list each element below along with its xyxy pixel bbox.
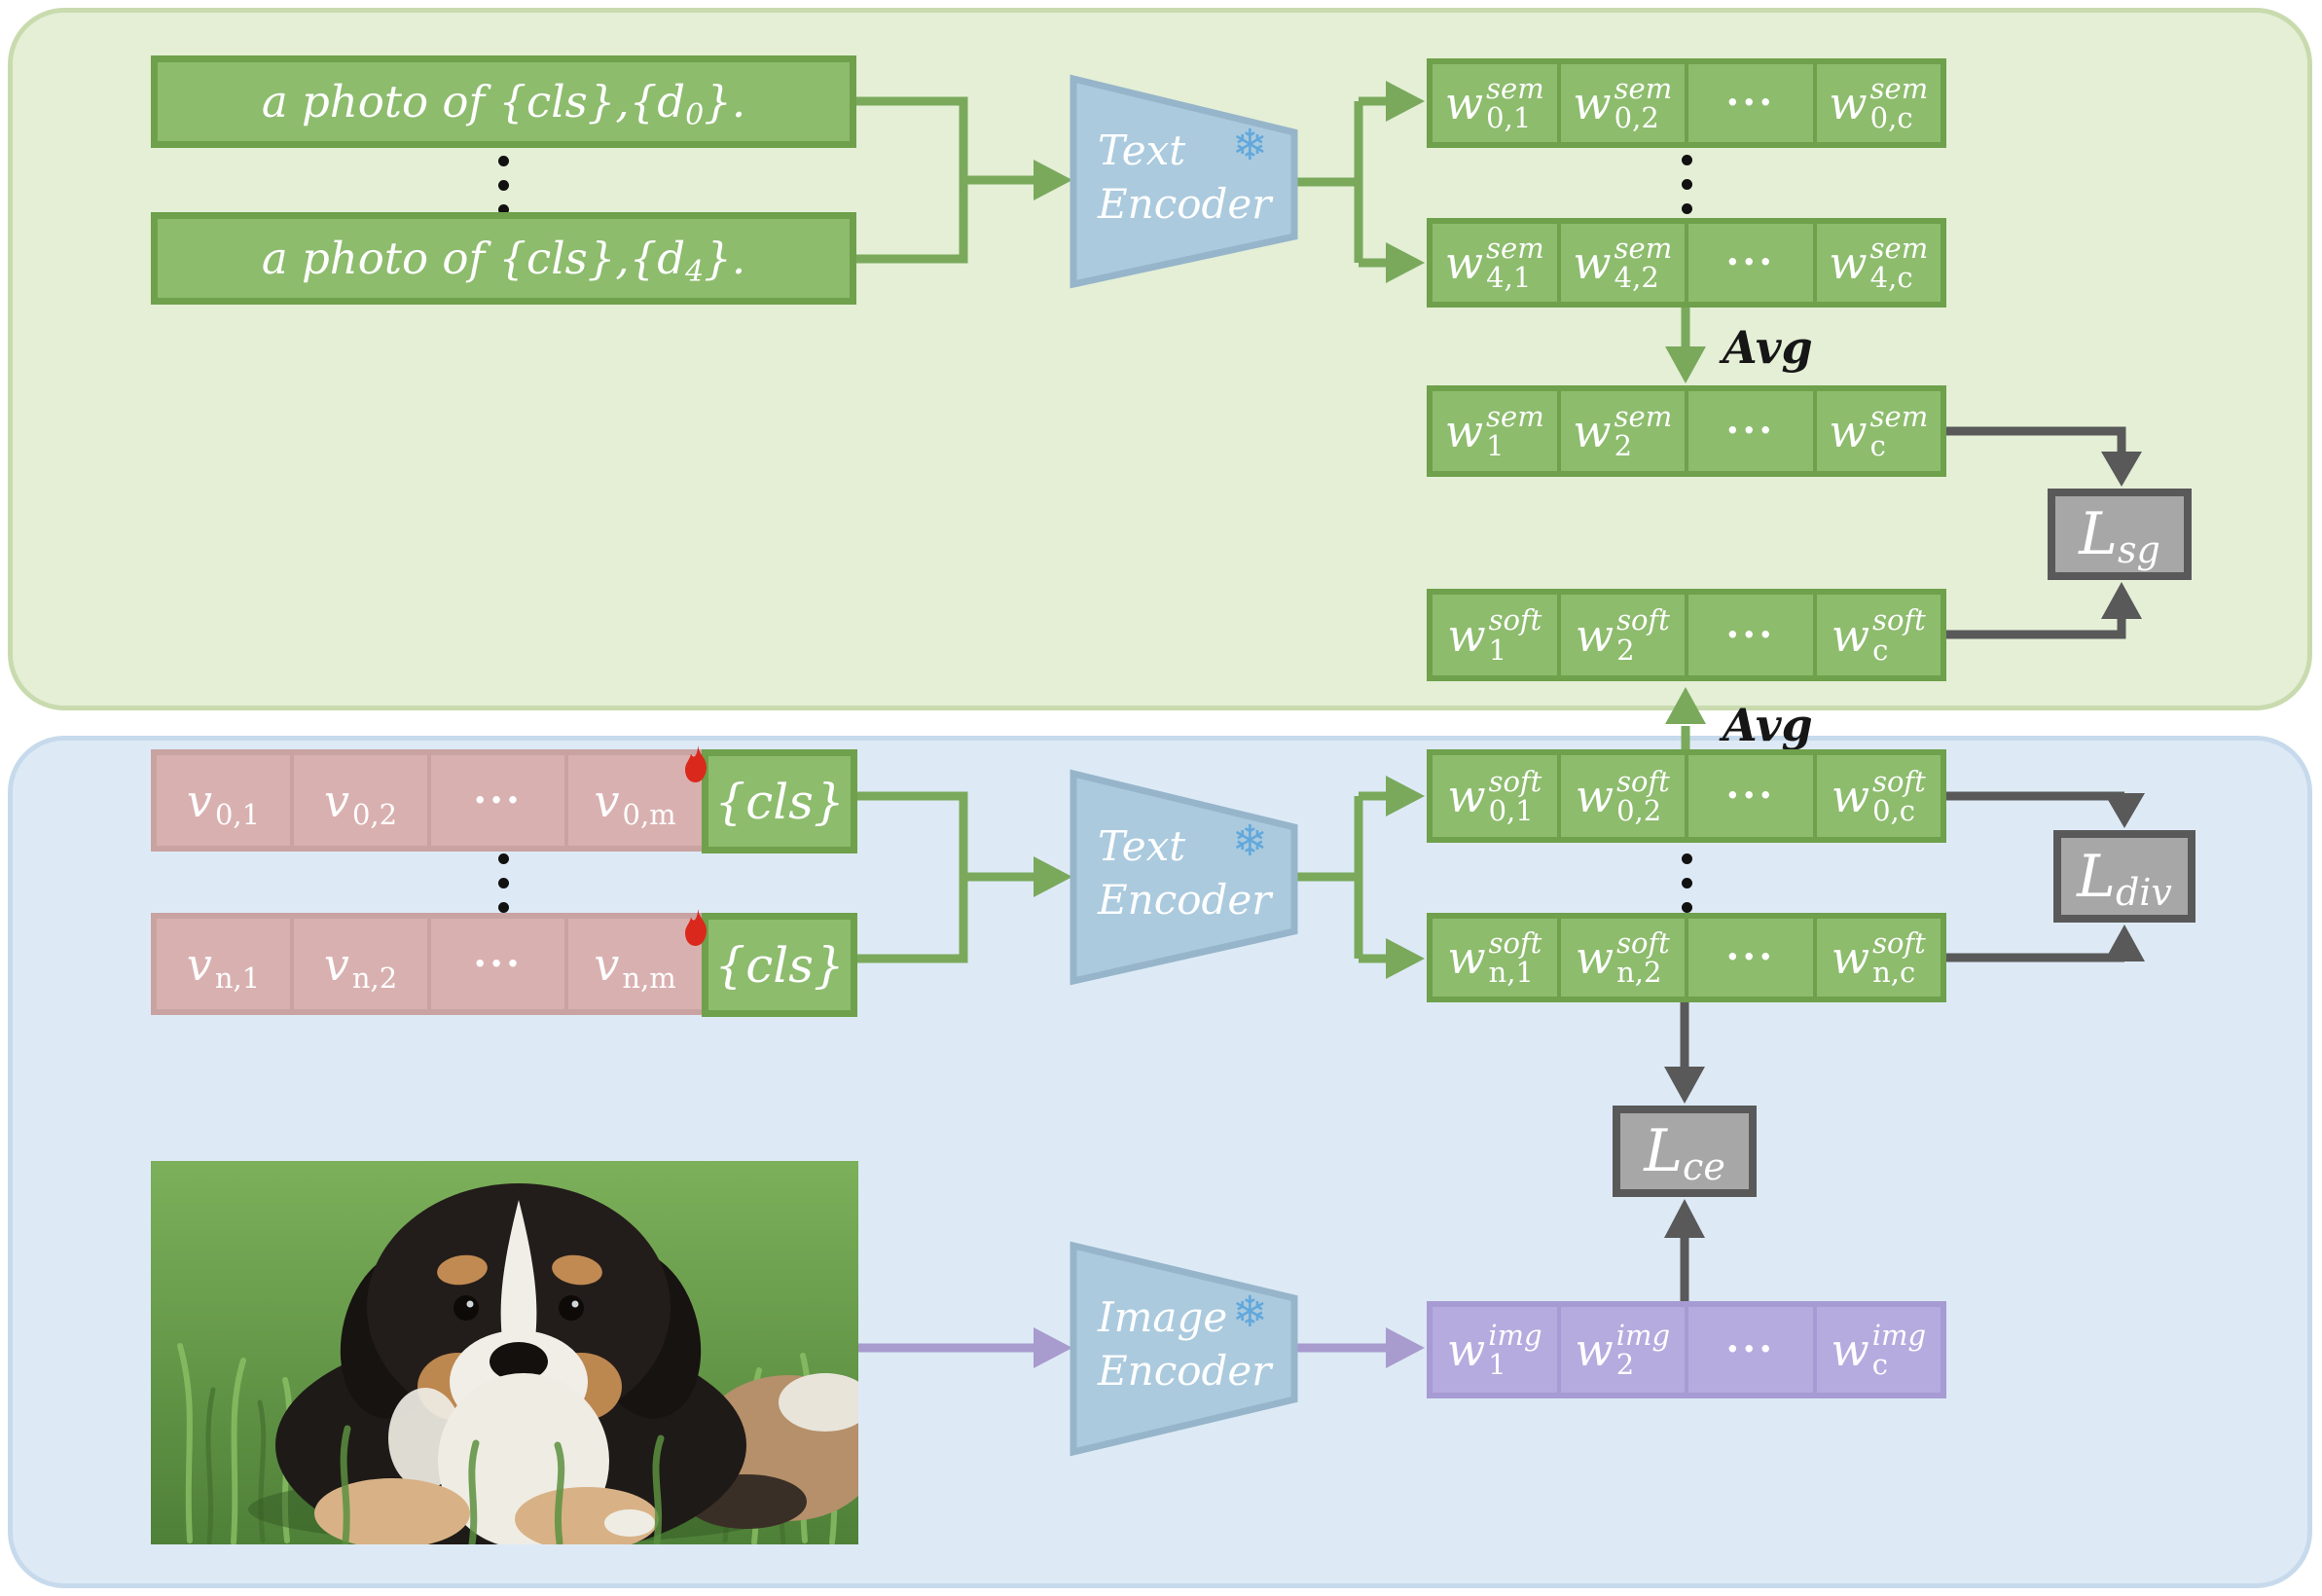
flame-icon [685,745,707,782]
snowflake-icon: ❄ [1232,1288,1268,1337]
avg-label-bottom: Avg [1723,699,1813,751]
loss-label: L [1644,1117,1684,1185]
cls-token-cell-0: {cls} [702,749,857,853]
prompt-text: }. [704,233,746,284]
loss-label: L [2077,842,2116,911]
loss-label: ce [1683,1145,1725,1188]
cls-token-label: {cls} [714,773,845,830]
cls-token-cell-n: {cls} [702,913,857,1017]
image-encoder-line2: Encoder [1098,1346,1272,1395]
vector-cell: ··· [1688,755,1817,837]
vector-cell: ··· [431,755,569,846]
prompt-text: }. [704,76,746,127]
snowflake-icon: ❄ [1232,121,1268,170]
soft-rows-ellipsis [1675,847,1698,920]
prompt-text: a photo of {cls},{d [261,233,686,284]
prompt-rows-ellipsis [491,847,515,920]
prompt-text: 0 [685,97,705,132]
dog-photo [151,1161,858,1544]
loss-label: L [2079,500,2118,568]
text-encoder-top-line2: Encoder [1098,179,1272,228]
avg-label-top: Avg [1723,321,1813,374]
text-encoder-bottom-line2: Encoder [1098,875,1272,924]
vector-cell: ··· [1688,1307,1817,1393]
vector-cell: ··· [1688,595,1817,675]
prompt-text: a photo of {cls},{d [261,76,686,127]
flame-icon [685,909,707,946]
vector-cell: ··· [1688,224,1817,302]
vector-cell: ··· [1688,64,1817,142]
snowflake-icon: ❄ [1232,816,1268,866]
vector-cell: ··· [431,919,569,1009]
cls-token-label: {cls} [714,936,845,994]
foreground-grass [340,1425,665,1544]
loss-label: sg [2118,528,2160,571]
vector-cell: ··· [1688,919,1817,997]
prompt-ellipsis [491,149,515,222]
loss-label: div [2115,870,2172,914]
vector-cell: ··· [1688,391,1817,471]
sem-rows-ellipsis [1675,148,1698,221]
prompt-text: 4 [685,254,705,289]
